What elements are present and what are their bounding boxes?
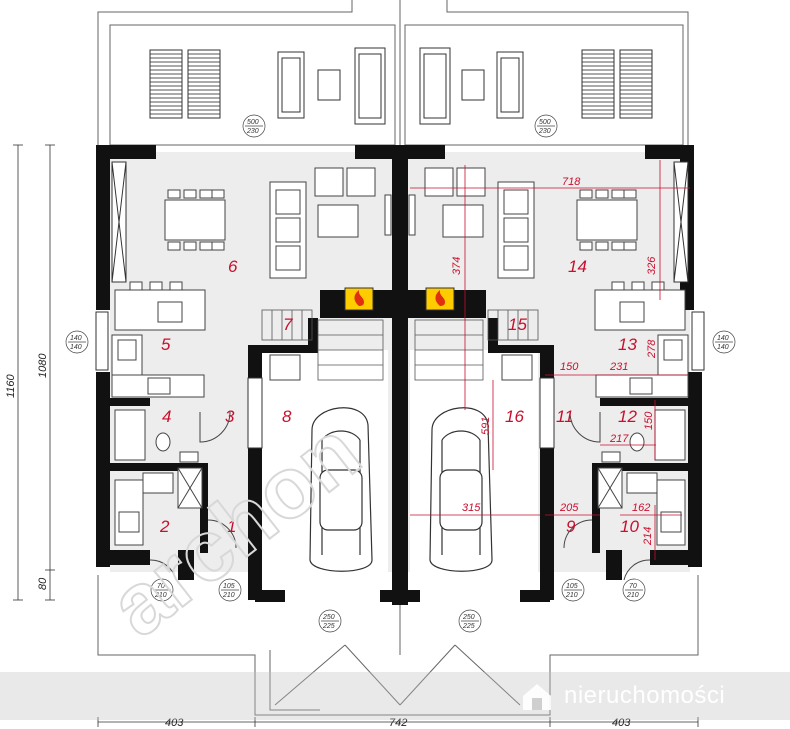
svg-text:140: 140: [70, 344, 82, 351]
svg-text:70: 70: [157, 583, 165, 590]
opening-tags: [65, 114, 736, 633]
svg-text:250: 250: [462, 614, 475, 621]
dim-231: 231: [609, 361, 628, 373]
windows: [95, 161, 705, 449]
room-number-8: 8: [282, 407, 292, 426]
svg-text:140: 140: [717, 344, 729, 351]
svg-text:225: 225: [322, 623, 335, 630]
terrace-outline: [97, 0, 699, 716]
dim-403-left: 403: [165, 717, 184, 729]
room-number-7: 7: [283, 315, 293, 334]
dim-162: 162: [632, 502, 650, 514]
brand-name: nieruchomości: [564, 682, 726, 709]
room-number-12: 12: [618, 407, 637, 426]
dim-80: 80: [37, 577, 49, 590]
dim-315: 315: [462, 502, 481, 514]
dim-718: 718: [562, 176, 581, 188]
dim-1080: 1080: [37, 353, 49, 378]
opening-tag-labels: 500 230 500 230 140 140 140 140 70 210 1…: [70, 119, 729, 630]
dim-150-vertical: 150: [643, 411, 655, 430]
room-number-3: 3: [225, 407, 235, 426]
svg-text:500: 500: [539, 119, 551, 126]
dim-205: 205: [559, 502, 579, 514]
dim-591: 591: [480, 417, 492, 435]
dimension-lines: [410, 160, 690, 560]
walls: [96, 145, 702, 605]
door-swings: [149, 411, 651, 581]
svg-text:225: 225: [462, 623, 475, 630]
svg-text:105: 105: [223, 583, 235, 590]
kitchen-counters: [111, 281, 689, 398]
brand-logo: nieruchomości: [520, 676, 790, 716]
exterior-dimension-labels: 1160 1080 80 403 742 403: [5, 353, 631, 729]
svg-text:210: 210: [222, 592, 235, 599]
dim-278: 278: [646, 339, 658, 359]
svg-text:210: 210: [565, 592, 578, 599]
room-number-15: 15: [508, 315, 527, 334]
svg-text:140: 140: [70, 335, 82, 342]
svg-text:70: 70: [629, 583, 637, 590]
room-number-2: 2: [159, 517, 170, 536]
dim-403-right: 403: [612, 717, 631, 729]
room-number-11: 11: [556, 407, 574, 426]
svg-text:230: 230: [246, 128, 259, 135]
room-numbers: 1 2 3 4 5 6 7 8 9 10 11 12 13 14 15 16: [159, 257, 639, 536]
dim-374: 374: [451, 257, 463, 275]
svg-text:140: 140: [717, 335, 729, 342]
interior-dimension-labels: 718 374 326 278 150 231 150 217 591 315 …: [451, 176, 658, 546]
room-number-1: 1: [227, 517, 236, 536]
staircase: [261, 309, 539, 381]
sanitary-fixtures: [114, 354, 686, 546]
dim-217: 217: [609, 433, 629, 445]
dim-742: 742: [389, 717, 407, 729]
fireplaces: [344, 287, 455, 311]
room-number-10: 10: [620, 517, 639, 536]
interior-furniture: [164, 167, 638, 279]
dim-326: 326: [646, 256, 658, 275]
svg-text:210: 210: [626, 592, 639, 599]
bottom-band: [0, 672, 790, 720]
room-number-16: 16: [505, 407, 524, 426]
svg-text:500: 500: [247, 119, 259, 126]
svg-text:250: 250: [322, 614, 335, 621]
room-number-4: 4: [162, 407, 171, 426]
room-number-9: 9: [566, 517, 576, 536]
dim-214: 214: [642, 527, 654, 546]
garden-furniture: [149, 47, 653, 125]
dim-1160: 1160: [5, 373, 17, 398]
room-number-14: 14: [568, 257, 587, 276]
svg-text:105: 105: [566, 583, 578, 590]
room-number-6: 6: [228, 257, 238, 276]
outer-dimension-lines: [13, 144, 699, 727]
house-logo-icon: [523, 684, 551, 710]
svg-text:230: 230: [538, 128, 551, 135]
dim-150-horizontal: 150: [560, 361, 579, 373]
room-number-5: 5: [161, 335, 171, 354]
room-number-13: 13: [618, 335, 637, 354]
svg-text:210: 210: [154, 592, 167, 599]
